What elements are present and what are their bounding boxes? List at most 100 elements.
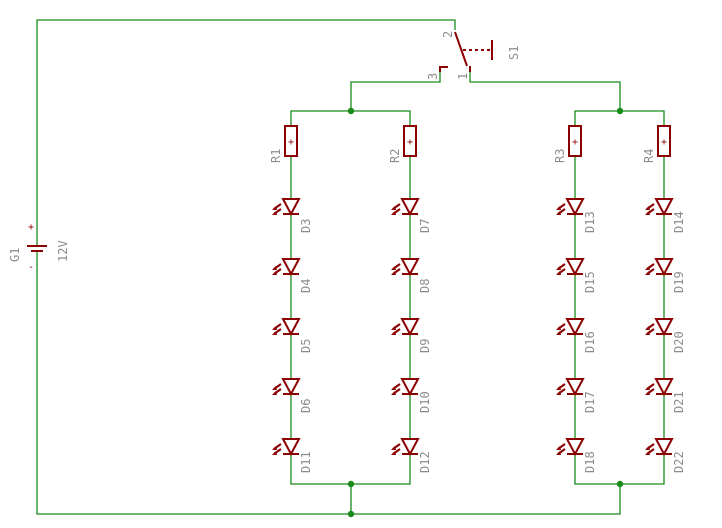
- led-name-label: D12: [418, 451, 432, 473]
- led-arrowhead: [391, 266, 396, 270]
- resistor-plus-sign: +: [572, 137, 578, 148]
- led-arrowhead: [272, 206, 277, 210]
- led-diode: D19: [645, 258, 686, 293]
- led-arrowhead: [556, 266, 561, 270]
- led-arrowhead: [272, 386, 277, 390]
- switch-lever: [454, 31, 468, 67]
- led-arrowhead: [272, 446, 277, 450]
- led-arrowhead: [391, 326, 396, 330]
- led-name-label: D4: [299, 279, 313, 293]
- led-triangle: [565, 258, 585, 277]
- led-diode: D13: [556, 198, 597, 233]
- led-triangle: [400, 318, 420, 337]
- switch-s1: 2 3 1 S1: [426, 31, 521, 80]
- led-triangle: [565, 438, 585, 457]
- led-banks: +R1D3D4D5D6D11+R2D7D8D9D10D12+R3D13D15D1…: [269, 125, 686, 473]
- led-arrowhead: [272, 331, 277, 335]
- led-arrowhead: [556, 211, 561, 215]
- switch-pin-3-label: 3: [426, 73, 440, 80]
- resistor-body: [284, 125, 298, 157]
- led-triangle: [654, 438, 674, 457]
- led-name-label: D8: [418, 279, 432, 293]
- led-arrowhead: [645, 386, 650, 390]
- led-triangle: [565, 318, 585, 337]
- junction-dot: [347, 107, 355, 115]
- led-arrowhead: [391, 391, 396, 395]
- led-arrowhead: [272, 391, 277, 395]
- led-arrowhead: [391, 206, 396, 210]
- led-name-label: D15: [583, 271, 597, 293]
- led-arrowhead: [556, 391, 561, 395]
- switch-pin-2-label: 2: [441, 31, 455, 38]
- battery-minus-sign: -: [28, 262, 34, 273]
- led-diode: D21: [645, 378, 686, 413]
- led-arrowhead: [556, 446, 561, 450]
- resistor-name-label: R1: [269, 149, 283, 163]
- led-diode: D4: [272, 258, 313, 293]
- junction-dot: [616, 107, 624, 115]
- led-triangle: [654, 258, 674, 277]
- led-diode: D18: [556, 438, 597, 473]
- led-arrowhead: [391, 271, 396, 275]
- led-arrowhead: [645, 446, 650, 450]
- switch-contact-3: [439, 66, 448, 72]
- led-arrowhead: [556, 386, 561, 390]
- led-arrowhead: [272, 271, 277, 275]
- resistor-body: [403, 125, 417, 157]
- led-name-label: D20: [672, 331, 686, 353]
- led-diode: D15: [556, 258, 597, 293]
- led-arrowhead: [645, 211, 650, 215]
- led-diode: D3: [272, 198, 313, 233]
- junction-dot: [616, 480, 624, 488]
- led-arrowhead: [391, 386, 396, 390]
- resistor-body: [657, 125, 671, 157]
- led-diode: D7: [391, 198, 432, 233]
- led-arrowhead: [391, 211, 396, 215]
- led-arrowhead: [645, 326, 650, 330]
- led-arrowhead: [391, 451, 396, 455]
- led-name-label: D5: [299, 339, 313, 353]
- led-triangle: [400, 438, 420, 457]
- led-triangle: [281, 318, 301, 337]
- led-arrowhead: [645, 266, 650, 270]
- led-name-label: D14: [672, 211, 686, 233]
- led-name-label: D6: [299, 399, 313, 413]
- led-triangle: [281, 378, 301, 397]
- led-arrowhead: [645, 206, 650, 210]
- led-triangle: [400, 378, 420, 397]
- led-arrowhead: [272, 451, 277, 455]
- led-diode: D11: [272, 438, 313, 473]
- led-arrowhead: [556, 331, 561, 335]
- led-arrowhead: [645, 271, 650, 275]
- led-name-label: D3: [299, 219, 313, 233]
- led-name-label: D11: [299, 451, 313, 473]
- led-arrowhead: [645, 391, 650, 395]
- junction-dot: [347, 510, 355, 518]
- led-diode: D16: [556, 318, 597, 353]
- led-triangle: [654, 378, 674, 397]
- led-triangle: [654, 198, 674, 217]
- led-triangle: [400, 198, 420, 217]
- led-name-label: D17: [583, 391, 597, 413]
- led-triangle: [654, 318, 674, 337]
- led-diode: D20: [645, 318, 686, 353]
- led-triangle: [565, 198, 585, 217]
- led-arrowhead: [645, 331, 650, 335]
- led-arrowhead: [556, 206, 561, 210]
- led-triangle: [281, 438, 301, 457]
- battery-plus-sign: +: [28, 222, 34, 233]
- led-name-label: D22: [672, 451, 686, 473]
- led-arrowhead: [391, 446, 396, 450]
- led-name-label: D10: [418, 391, 432, 413]
- junction-dot: [347, 480, 355, 488]
- led-name-label: D7: [418, 219, 432, 233]
- wire-switch-right: [469, 72, 621, 111]
- resistor-body: [568, 125, 582, 157]
- led-diode: D8: [391, 258, 432, 293]
- led-diode: D9: [391, 318, 432, 353]
- led-name-label: D16: [583, 331, 597, 353]
